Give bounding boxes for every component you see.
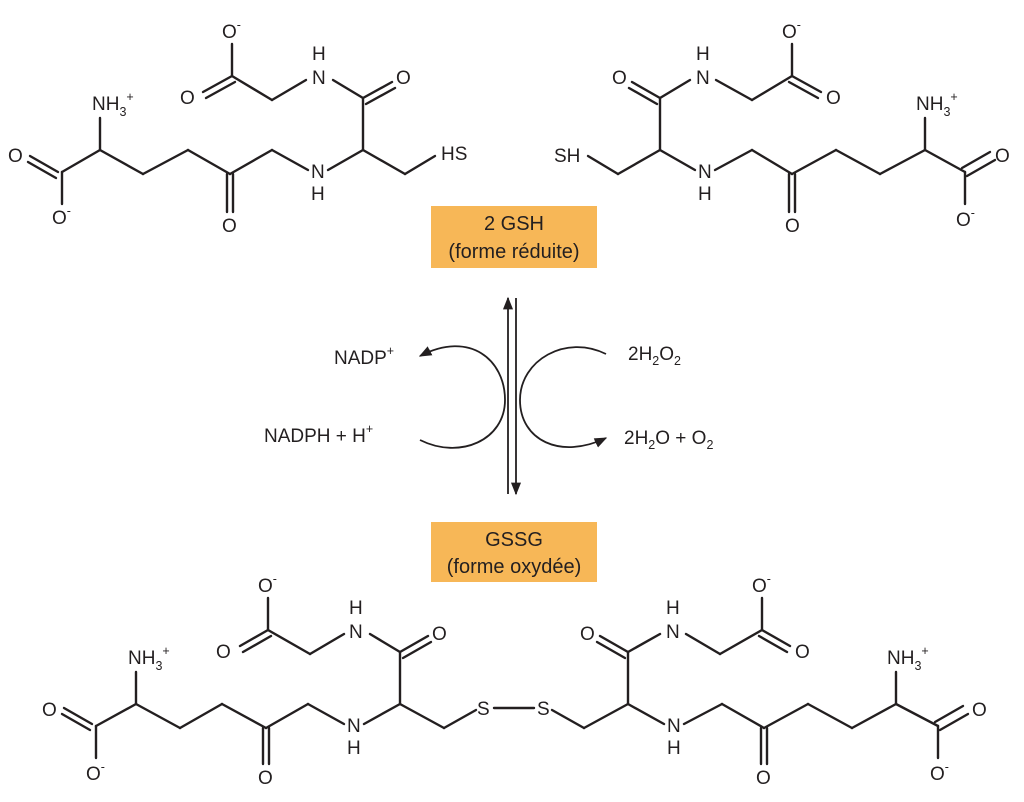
atom-oxygen: O — [222, 216, 237, 237]
atom-hydrogen: H — [347, 738, 361, 759]
hydrogen-peroxide-label: 2H2O2 — [628, 344, 681, 368]
atom-nitrogen: N — [311, 162, 325, 183]
atom-oxygen: O- — [782, 18, 801, 43]
nadph-label: NADPH + H+ — [264, 422, 373, 447]
ammonium-group: NH3+ — [92, 90, 134, 119]
atom-oxygen: O — [258, 768, 273, 789]
atom-hydrogen: H — [311, 184, 325, 205]
ammonium-group: NH3+ — [916, 90, 958, 119]
atom-hydrogen: H — [698, 184, 712, 205]
atom-hydrogen: H — [349, 598, 363, 619]
atom-nitrogen: N — [347, 716, 361, 737]
atom-oxygen: O- — [86, 760, 105, 785]
label-box — [431, 206, 597, 268]
atom-nitrogen: N — [349, 622, 363, 643]
atom-oxygen: O — [42, 700, 57, 721]
gssg-label: GSSG (forme oxydée) — [431, 522, 597, 582]
atom-oxygen: O- — [222, 18, 241, 43]
atom-oxygen: O- — [258, 572, 277, 597]
gssg-molecule: O O- NH3+ O N H O N H O O- S S O N H O- … — [42, 572, 987, 789]
reaction-arrows — [418, 296, 608, 496]
left-curved-arrow — [418, 345, 506, 449]
atom-hydrogen: H — [666, 598, 680, 619]
atom-oxygen: O — [612, 68, 627, 89]
atom-oxygen: O — [216, 642, 231, 663]
atom-oxygen: O- — [752, 572, 771, 597]
gssg-title: GSSG — [485, 529, 543, 551]
gsh-label: 2 GSH (forme réduite) — [431, 206, 597, 268]
atom-hydrogen: H — [696, 44, 710, 65]
gsh-molecule-left: O O- NH3+ O N H HS O N H O O- — [8, 18, 467, 237]
atom-hydrogen: H — [312, 44, 326, 65]
gssg-subtitle: (forme oxydée) — [447, 556, 582, 578]
atom-oxygen: O — [785, 216, 800, 237]
atom-oxygen: O — [180, 88, 195, 109]
atom-nitrogen: N — [666, 622, 680, 643]
atom-oxygen: O — [396, 68, 411, 89]
atom-nitrogen: N — [667, 716, 681, 737]
atom-oxygen: O — [995, 146, 1010, 167]
label-box — [431, 522, 597, 582]
atom-oxygen: O — [795, 642, 810, 663]
ammonium-group: NH3+ — [128, 644, 170, 673]
atom-oxygen: O — [8, 146, 23, 167]
atom-nitrogen: N — [698, 162, 712, 183]
gsh-title: 2 GSH — [484, 213, 544, 235]
atom-nitrogen: N — [696, 68, 710, 89]
atom-oxygen: O- — [956, 206, 975, 231]
atom-sulfur: S — [477, 699, 490, 720]
atom-oxygen: O — [972, 700, 987, 721]
nadp-label: NADP+ — [334, 344, 394, 369]
gsh-molecule-right: SH O N H O- O N H O NH3+ O O- — [554, 18, 1010, 237]
atom-sulfur: S — [537, 699, 550, 720]
atom-oxygen: O- — [52, 204, 71, 229]
thiol-group: HS — [441, 144, 467, 165]
atom-oxygen: O — [432, 624, 447, 645]
thiol-group: SH — [554, 146, 580, 167]
atom-nitrogen: N — [312, 68, 326, 89]
gsh-subtitle: (forme réduite) — [448, 241, 579, 263]
atom-oxygen: O — [756, 768, 771, 789]
atom-hydrogen: H — [667, 738, 681, 759]
atom-oxygen: O — [580, 624, 595, 645]
atom-oxygen: O — [826, 88, 841, 109]
ammonium-group: NH3+ — [887, 644, 929, 673]
right-curved-arrow — [519, 346, 608, 448]
water-oxygen-label: 2H2O + O2 — [624, 428, 713, 452]
atom-oxygen: O- — [930, 760, 949, 785]
